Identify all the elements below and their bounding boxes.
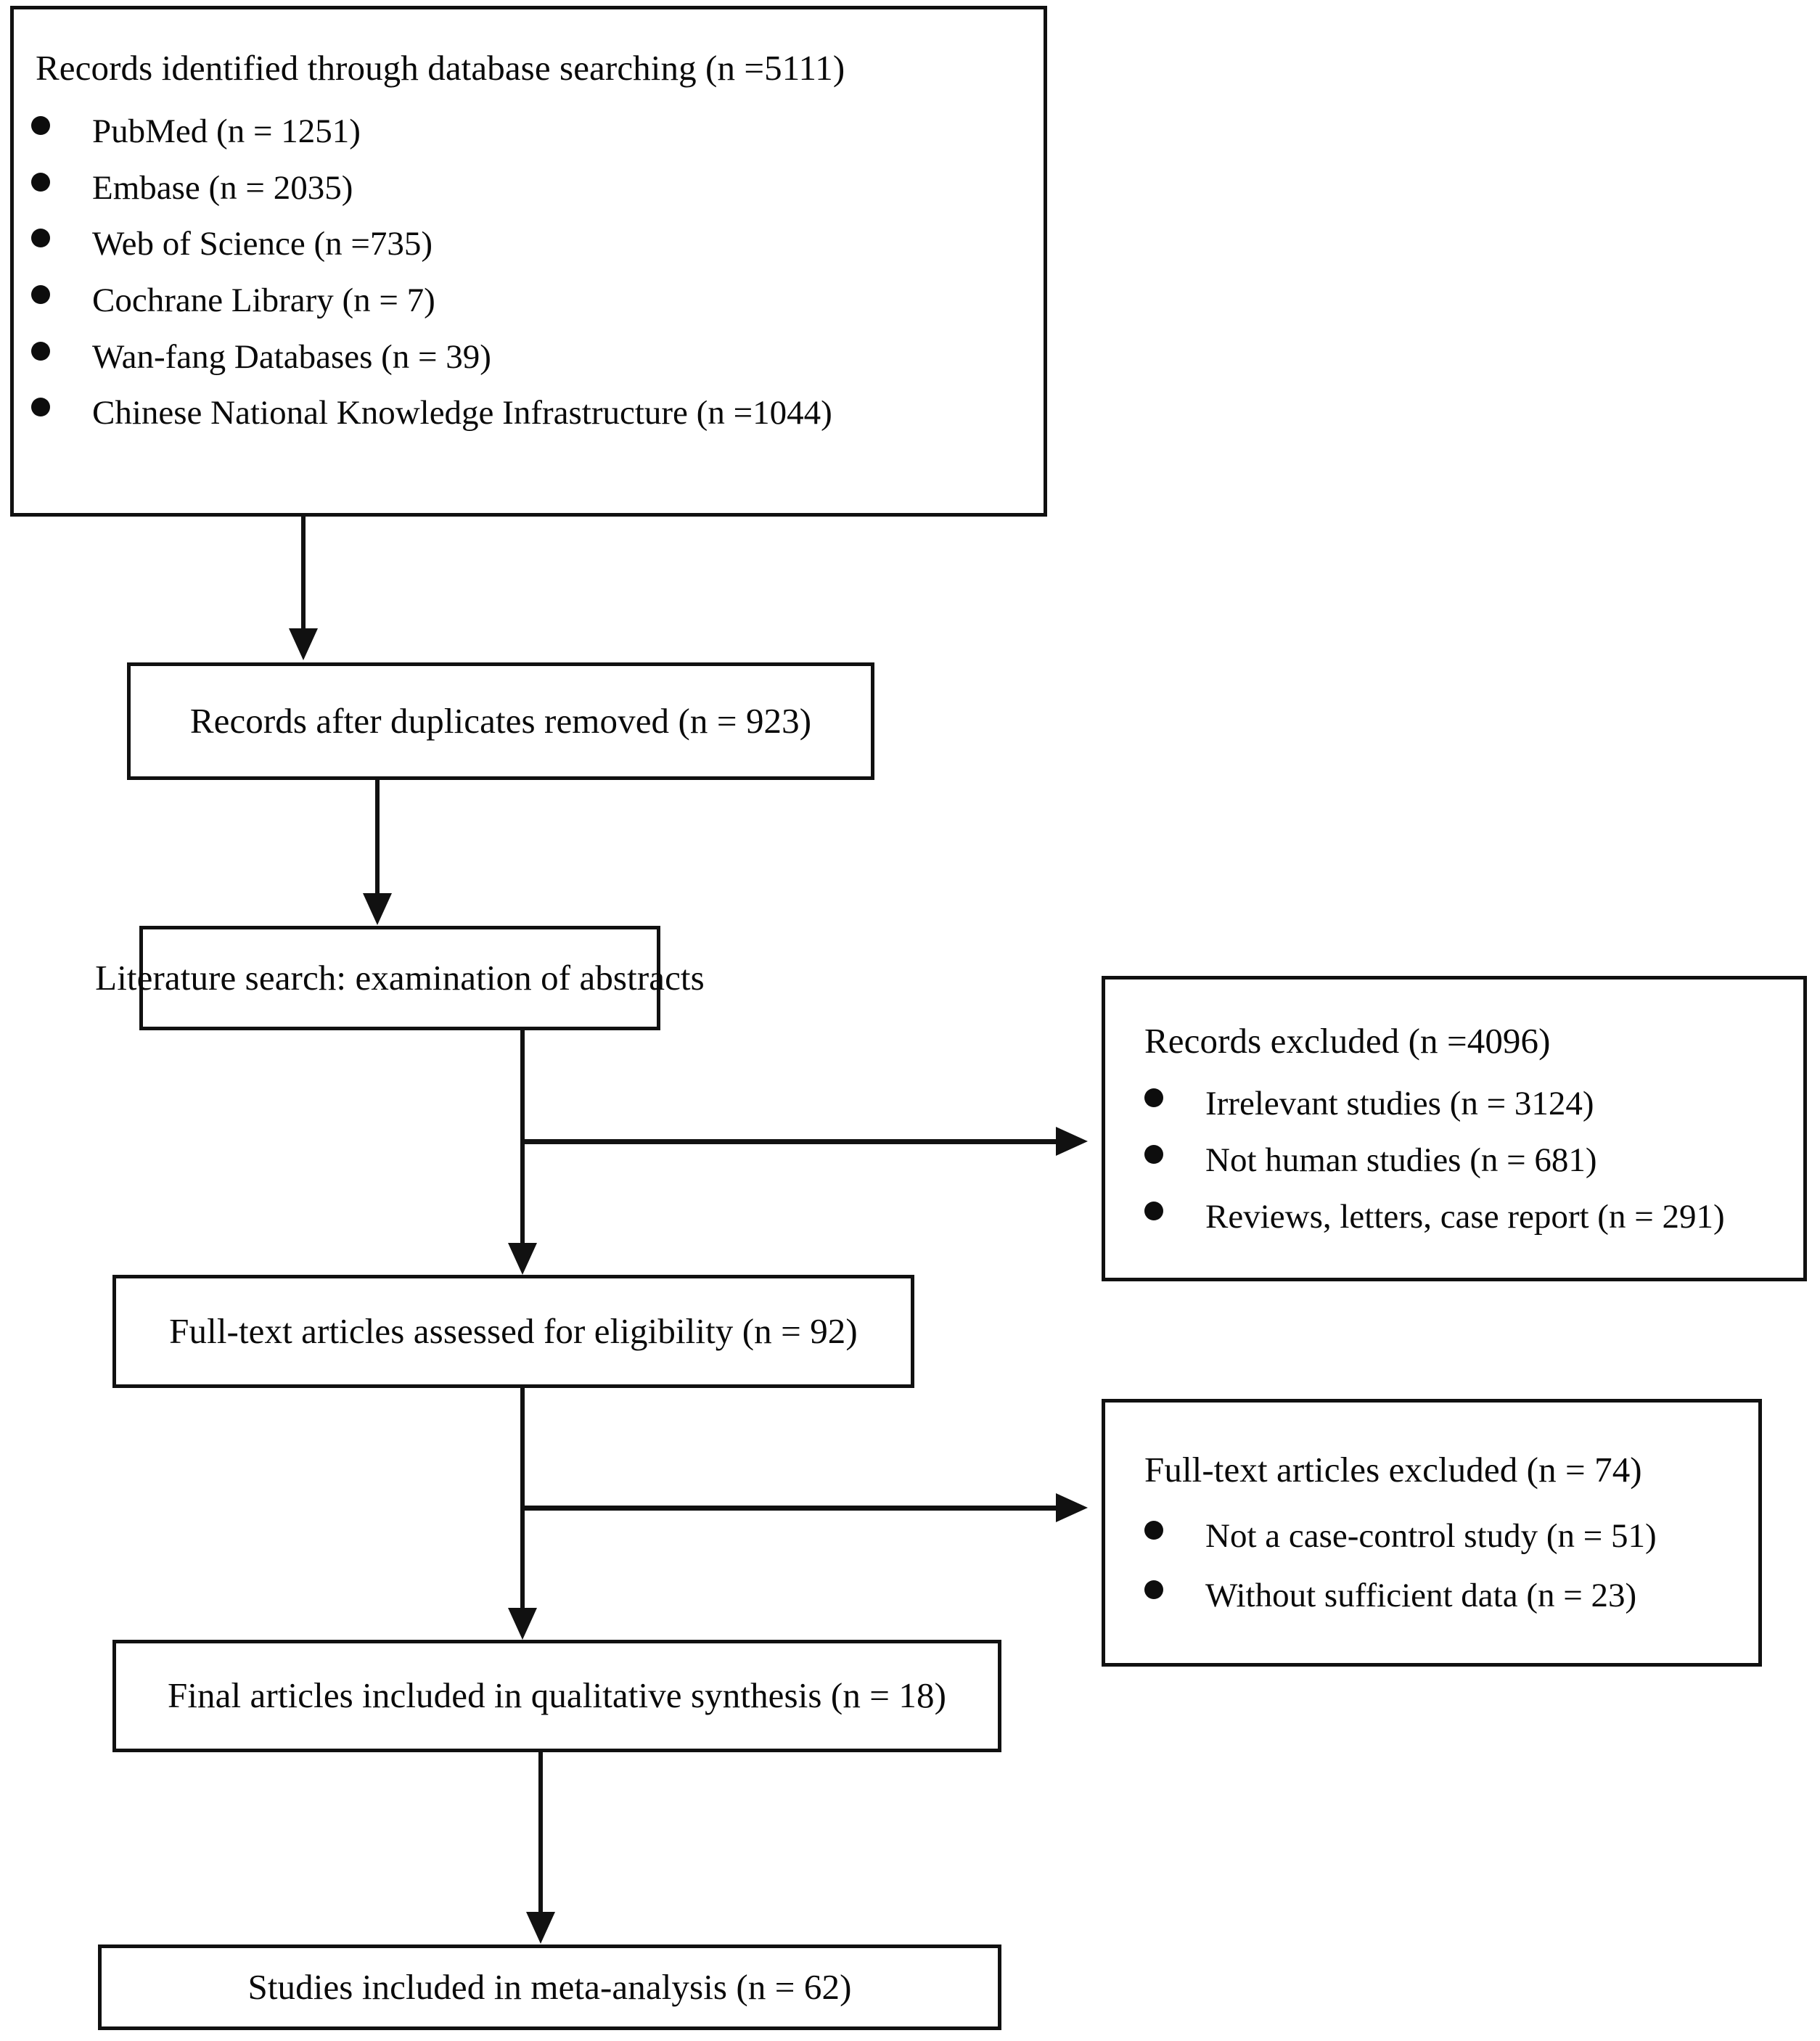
- bullet-icon: [31, 284, 50, 304]
- list-item: Without sufficient data (n = 23): [1144, 1577, 1744, 1615]
- bullet-icon: [31, 398, 50, 417]
- connector-eligibility-to-synthesis: [520, 1388, 525, 1609]
- arrow-down-icon: [508, 1608, 537, 1640]
- source-label: Web of Science (n =735): [92, 225, 433, 263]
- bullet-icon: [1144, 1088, 1163, 1108]
- source-label: Wan-fang Databases (n = 39): [92, 337, 491, 376]
- list-item: Web of Science (n =735): [31, 226, 1026, 263]
- connector-identification-to-duplicates: [301, 517, 306, 630]
- bullet-icon: [31, 172, 50, 192]
- bullet-icon: [1144, 1580, 1163, 1599]
- bullet-icon: [31, 341, 50, 361]
- arrow-down-icon: [526, 1912, 555, 1944]
- source-label: Cochrane Library (n = 7): [92, 281, 435, 319]
- records-after-duplicates-title: Records after duplicates removed (n = 92…: [189, 700, 812, 741]
- source-label: Embase (n = 2035): [92, 168, 353, 207]
- source-label: PubMed (n = 1251): [92, 112, 361, 150]
- fulltext-assessed-title: Full-text articles assessed for eligibil…: [169, 1310, 858, 1351]
- records-excluded-title: Records excluded (n =4096): [1144, 1020, 1551, 1061]
- connector-eligibility-to-fulltext-excluded: [520, 1506, 1057, 1511]
- arrow-down-icon: [508, 1243, 537, 1275]
- bullet-icon: [1144, 1201, 1163, 1220]
- connector-synthesis-to-meta-analysis: [538, 1752, 543, 1913]
- fulltext-excluded-title: Full-text articles excluded (n = 74): [1144, 1450, 1642, 1490]
- bullet-icon: [31, 229, 50, 248]
- list-item: PubMed (n = 1251): [31, 112, 1026, 151]
- box-meta-analysis: Studies included in meta-analysis (n = 6…: [98, 1945, 1001, 2030]
- arrow-right-icon: [1056, 1493, 1088, 1522]
- arrow-down-icon: [289, 628, 318, 660]
- list-item: Not human studies (n = 681): [1144, 1141, 1789, 1180]
- box-records-identified: Records identified through database sear…: [10, 6, 1047, 517]
- box-fulltext-assessed: Full-text articles assessed for eligibil…: [112, 1275, 914, 1388]
- meta-analysis-title: Studies included in meta-analysis (n = 6…: [247, 1966, 852, 2007]
- database-source-list: PubMed (n = 1251) Embase (n = 2035) Web …: [31, 112, 1026, 432]
- reason-label: Not a case-control study (n = 51): [1205, 1516, 1657, 1555]
- list-item: Irrelevant studies (n = 3124): [1144, 1085, 1789, 1123]
- box-literature-search: Literature search: examination of abstra…: [95, 926, 705, 1030]
- reason-label: Reviews, letters, case report (n = 291): [1205, 1197, 1725, 1236]
- box-records-excluded: Records excluded (n =4096) Irrelevant st…: [1102, 976, 1807, 1281]
- box-qualitative-synthesis: Final articles included in qualitative s…: [112, 1640, 1001, 1752]
- bullet-icon: [1144, 1520, 1163, 1540]
- reason-label: Without sufficient data (n = 23): [1205, 1576, 1637, 1614]
- list-item: Embase (n = 2035): [31, 168, 1026, 208]
- connector-duplicates-to-screening: [375, 780, 380, 895]
- arrow-down-icon: [363, 893, 392, 925]
- bullet-icon: [1144, 1145, 1163, 1165]
- box-fulltext-excluded: Full-text articles excluded (n = 74) Not…: [1102, 1399, 1762, 1667]
- records-identified-title: Records identified through database sear…: [36, 48, 845, 88]
- list-item: Not a case-control study (n = 51): [1144, 1516, 1744, 1556]
- source-label: Chinese National Knowledge Infrastructur…: [92, 394, 832, 432]
- connector-screening-to-records-excluded: [520, 1139, 1057, 1144]
- qualitative-synthesis-title: Final articles included in qualitative s…: [167, 1675, 946, 1716]
- bullet-icon: [31, 115, 50, 135]
- box-records-after-duplicates: Records after duplicates removed (n = 92…: [127, 662, 874, 780]
- records-excluded-reason-list: Irrelevant studies (n = 3124) Not human …: [1120, 1085, 1789, 1236]
- list-item: Reviews, letters, case report (n = 291): [1144, 1197, 1789, 1236]
- list-item: Chinese National Knowledge Infrastructur…: [31, 395, 1026, 432]
- list-item: Wan-fang Databases (n = 39): [31, 337, 1026, 377]
- reason-label: Irrelevant studies (n = 3124): [1205, 1085, 1594, 1123]
- literature-search-title: Literature search: examination of abstra…: [95, 957, 705, 998]
- fulltext-excluded-reason-list: Not a case-control study (n = 51) Withou…: [1120, 1516, 1744, 1615]
- connector-screening-to-eligibility: [520, 1030, 525, 1244]
- list-item: Cochrane Library (n = 7): [31, 282, 1026, 320]
- reason-label: Not human studies (n = 681): [1205, 1141, 1597, 1180]
- arrow-right-icon: [1056, 1127, 1088, 1156]
